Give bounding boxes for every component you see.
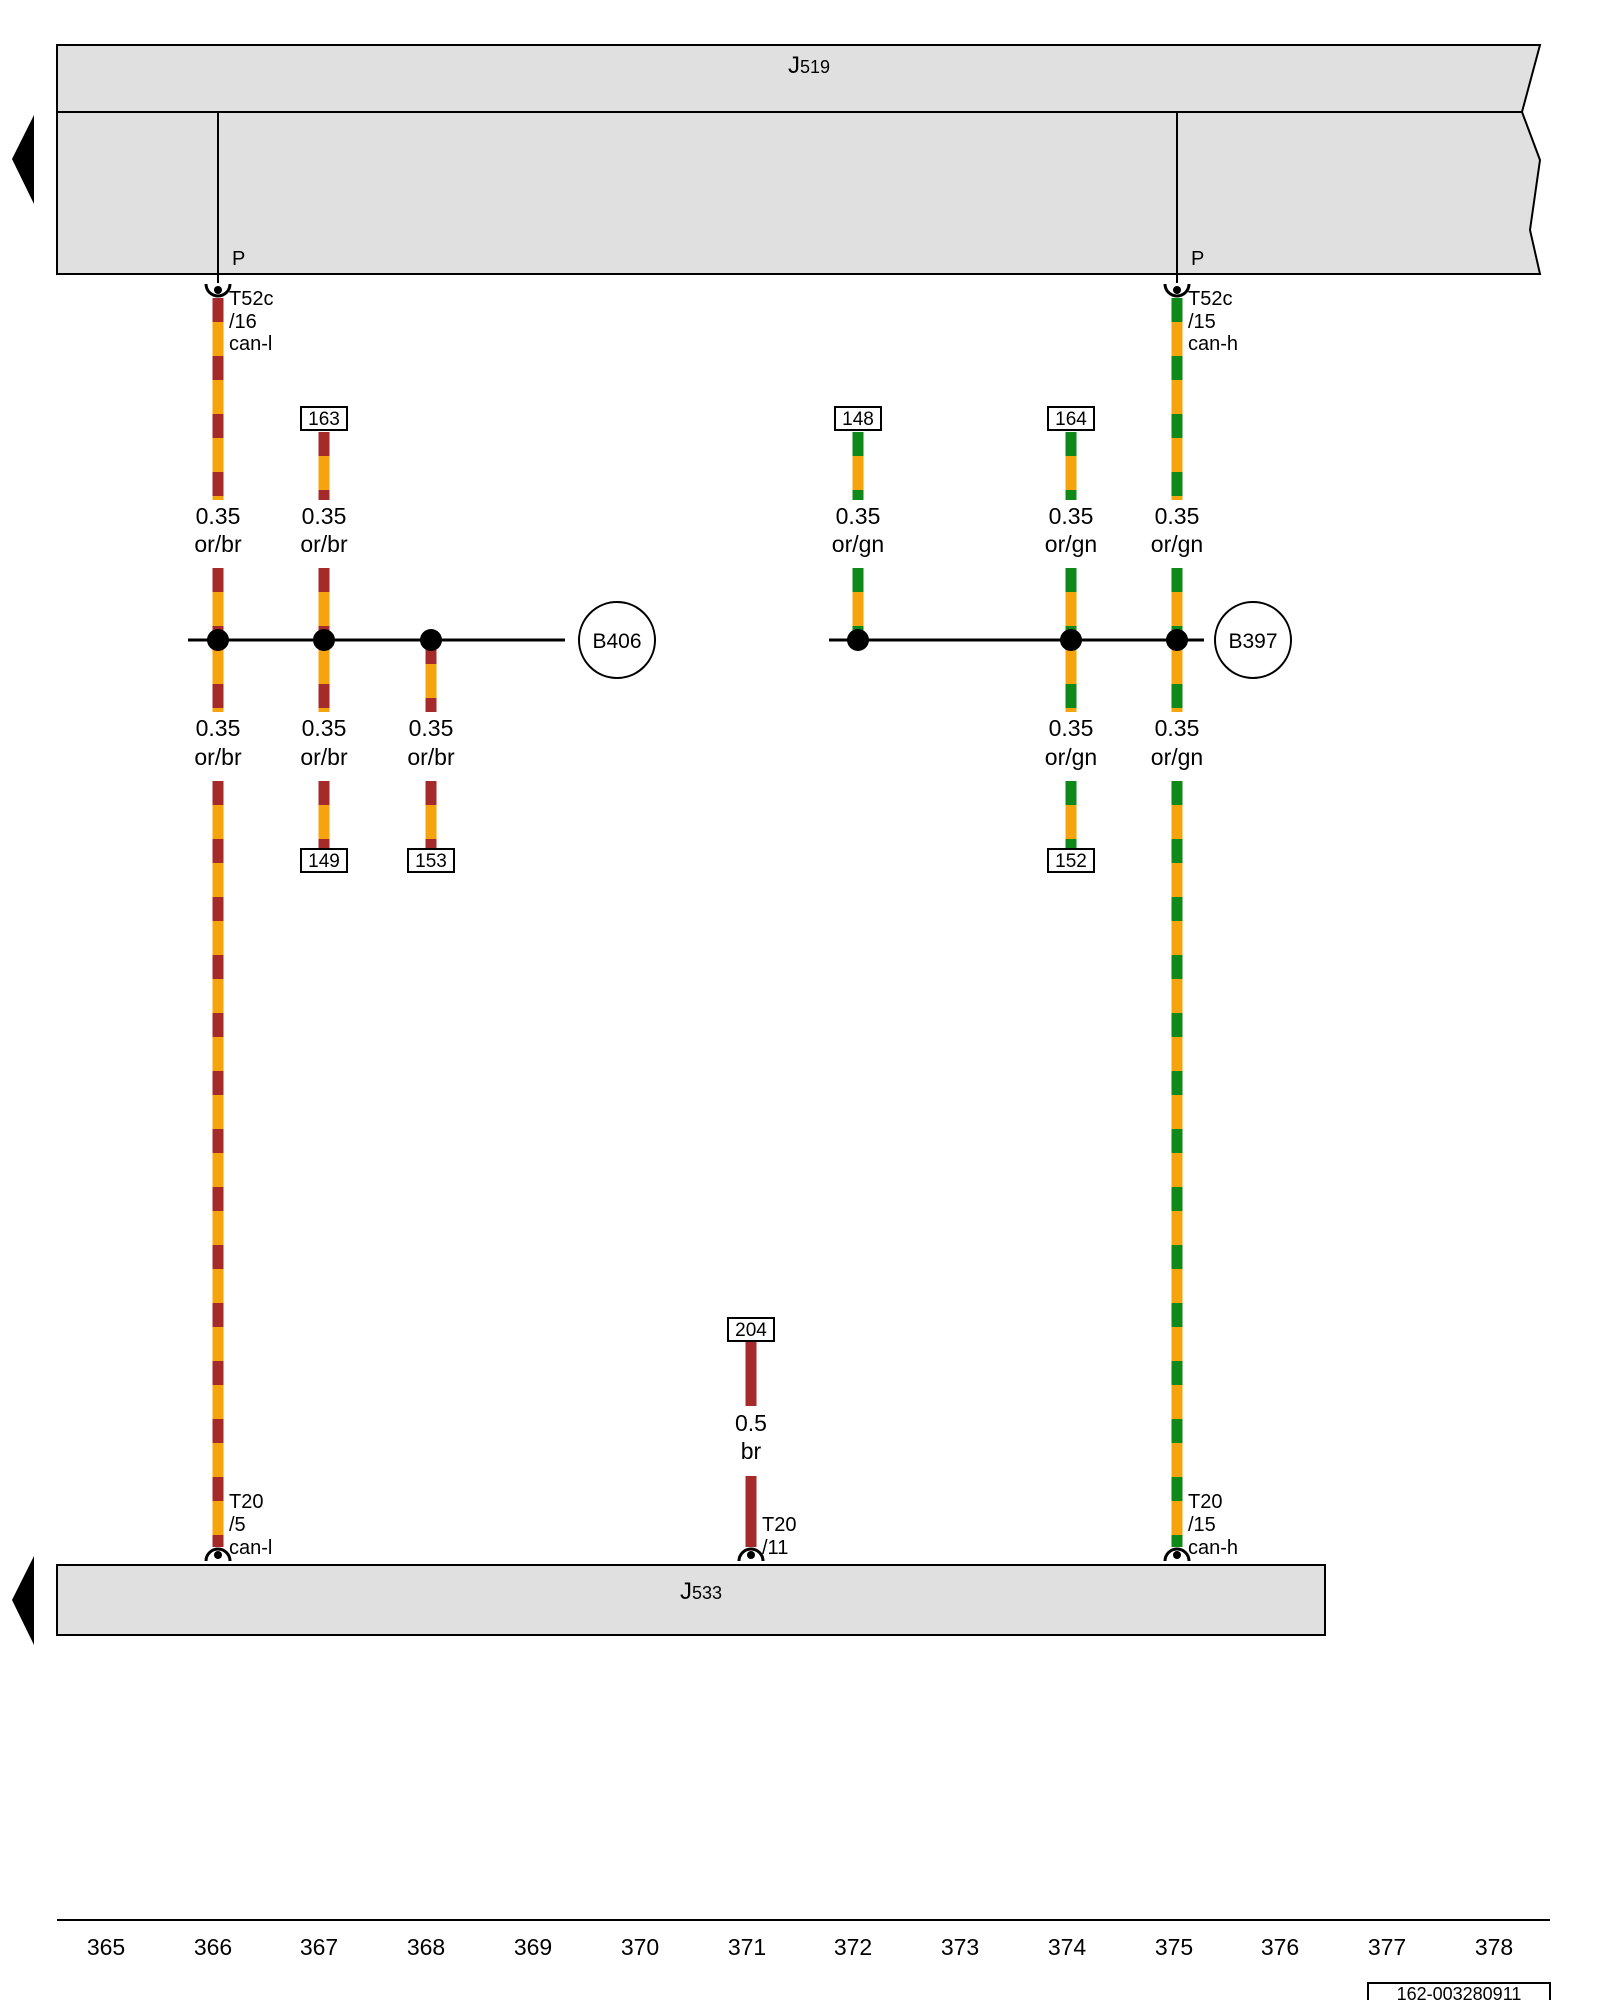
wire-size-label: 0.35 bbox=[196, 715, 241, 741]
connector-type-p: P bbox=[1191, 248, 1204, 270]
wire-labels: 0.35 or/br 0.35 or/br 0.35 or/gn 0.35 or… bbox=[194, 503, 1203, 1464]
grid-number: 366 bbox=[194, 1934, 232, 1960]
splice-b406-label: B406 bbox=[592, 630, 641, 653]
connector-type-p: P bbox=[232, 248, 245, 270]
splice-b397[interactable]: B397 bbox=[1214, 601, 1292, 679]
connector-t52c-15[interactable]: P T52c /15 can-h bbox=[1163, 248, 1238, 355]
reference-box-152[interactable]: 152 bbox=[1047, 848, 1095, 873]
grid-number: 372 bbox=[834, 1934, 872, 1960]
reference-164-label: 164 bbox=[1055, 409, 1087, 430]
wire-color-label: or/gn bbox=[1151, 744, 1203, 770]
reference-152-label: 152 bbox=[1055, 851, 1087, 872]
document-id-box: 162-003280911 bbox=[1367, 1982, 1551, 2000]
wire-color-label: or/br bbox=[194, 531, 242, 557]
grid-number: 370 bbox=[621, 1934, 659, 1960]
grid-number: 375 bbox=[1155, 1934, 1193, 1960]
wire-size-label: 0.35 bbox=[302, 503, 347, 529]
connector-t52c-15-line1: T52c bbox=[1188, 288, 1232, 310]
connector-t52c-15-line3: can-h bbox=[1188, 333, 1238, 355]
grid-number: 378 bbox=[1475, 1934, 1513, 1960]
wire-color-label: or/br bbox=[194, 744, 242, 770]
connector-t20-5-line2: /5 bbox=[229, 1514, 246, 1536]
wire-color-label: or/gn bbox=[832, 531, 884, 557]
reference-box-148[interactable]: 148 bbox=[834, 406, 882, 431]
grid-number: 365 bbox=[87, 1934, 125, 1960]
grid-number: 367 bbox=[300, 1934, 338, 1960]
reference-148-label: 148 bbox=[842, 409, 874, 430]
grid-number: 368 bbox=[407, 1934, 445, 1960]
wire-size-label: 0.35 bbox=[196, 503, 241, 529]
splice-b397-label: B397 bbox=[1228, 630, 1277, 653]
connector-t20-11-line2: /11 bbox=[762, 1537, 788, 1559]
grid-number: 376 bbox=[1261, 1934, 1299, 1960]
wire-color-label: or/gn bbox=[1045, 531, 1097, 557]
splice-point[interactable] bbox=[420, 629, 442, 651]
wire-size-label: 0.35 bbox=[1155, 715, 1200, 741]
wire-size-label: 0.35 bbox=[409, 715, 454, 741]
connector-t52c-16-line1: T52c bbox=[229, 288, 273, 310]
connector-t20-5-line3: can-l bbox=[229, 1537, 272, 1559]
connector-t20-15-line2: /15 bbox=[1188, 1514, 1216, 1536]
wire-size-label: 0.35 bbox=[302, 715, 347, 741]
connector-t20-11-line1: T20 bbox=[762, 1514, 796, 1536]
reference-box-204[interactable]: 204 bbox=[727, 1317, 775, 1342]
grid-number: 373 bbox=[941, 1934, 979, 1960]
reference-153-label: 153 bbox=[415, 851, 447, 872]
reference-163-label: 163 bbox=[308, 409, 340, 430]
wire-color-label: or/gn bbox=[1151, 531, 1203, 557]
wire-color-label: or/br bbox=[300, 744, 348, 770]
grid-number: 369 bbox=[514, 1934, 552, 1960]
splice-point[interactable] bbox=[207, 629, 229, 651]
wire-color-label: or/gn bbox=[1045, 744, 1097, 770]
wire-size-label: 0.35 bbox=[1049, 715, 1094, 741]
wire-size-label: 0.35 bbox=[1049, 503, 1094, 529]
splice-point[interactable] bbox=[1166, 629, 1188, 651]
reference-box-163[interactable]: 163 bbox=[300, 406, 348, 431]
splice-point[interactable] bbox=[847, 629, 869, 651]
continuation-arrow-bottom[interactable] bbox=[12, 1556, 34, 1645]
connector-t52c-15-line2: /15 bbox=[1188, 311, 1216, 333]
reference-box-149[interactable]: 149 bbox=[300, 848, 348, 873]
wire-color-label: br bbox=[741, 1438, 762, 1464]
wire-size-label: 0.35 bbox=[836, 503, 881, 529]
component-j519-label: J519 bbox=[788, 52, 830, 79]
wires-layer bbox=[212, 298, 1183, 1547]
grid-number: 377 bbox=[1368, 1934, 1406, 1960]
connector-t20-5-line1: T20 bbox=[229, 1491, 263, 1513]
continuation-arrow-top[interactable] bbox=[12, 115, 34, 204]
reference-box-153[interactable]: 153 bbox=[407, 848, 455, 873]
grid-number: 374 bbox=[1048, 1934, 1087, 1960]
grid-number: 371 bbox=[728, 1934, 766, 1960]
connector-t20-15-line3: can-h bbox=[1188, 1537, 1238, 1559]
wire-color-label: or/br bbox=[407, 744, 455, 770]
wire-size-label: 0.5 bbox=[735, 1410, 767, 1436]
reference-box-164[interactable]: 164 bbox=[1047, 406, 1095, 431]
splice-b406[interactable]: B406 bbox=[578, 601, 656, 679]
connector-t52c-16-line3: can-l bbox=[229, 333, 272, 355]
reference-149-label: 149 bbox=[308, 851, 340, 872]
component-j533-label: J533 bbox=[680, 1578, 722, 1605]
wire-size-label: 0.35 bbox=[1155, 503, 1200, 529]
connector-t20-15-line1: T20 bbox=[1188, 1491, 1222, 1513]
connector-t20-11[interactable]: T20 /11 bbox=[737, 1514, 796, 1562]
document-id: 162-003280911 bbox=[1397, 1984, 1522, 2000]
connector-t52c-16-line2: /16 bbox=[229, 311, 257, 333]
splice-point[interactable] bbox=[313, 629, 335, 651]
component-j519[interactable]: J519 bbox=[56, 44, 1542, 275]
component-j533[interactable]: J533 bbox=[56, 1564, 1326, 1636]
wire-color-label: or/br bbox=[300, 531, 348, 557]
connector-t52c-16[interactable]: P T52c /16 can-l bbox=[204, 248, 273, 355]
connector-t20-5[interactable]: T20 /5 can-l bbox=[204, 1491, 272, 1562]
grid-numbers: 365 366 367 368 369 370 371 372 373 374 … bbox=[87, 1934, 1513, 1960]
reference-204-label: 204 bbox=[735, 1320, 767, 1341]
connector-t20-15[interactable]: T20 /15 can-h bbox=[1163, 1491, 1238, 1562]
splice-point[interactable] bbox=[1060, 629, 1082, 651]
